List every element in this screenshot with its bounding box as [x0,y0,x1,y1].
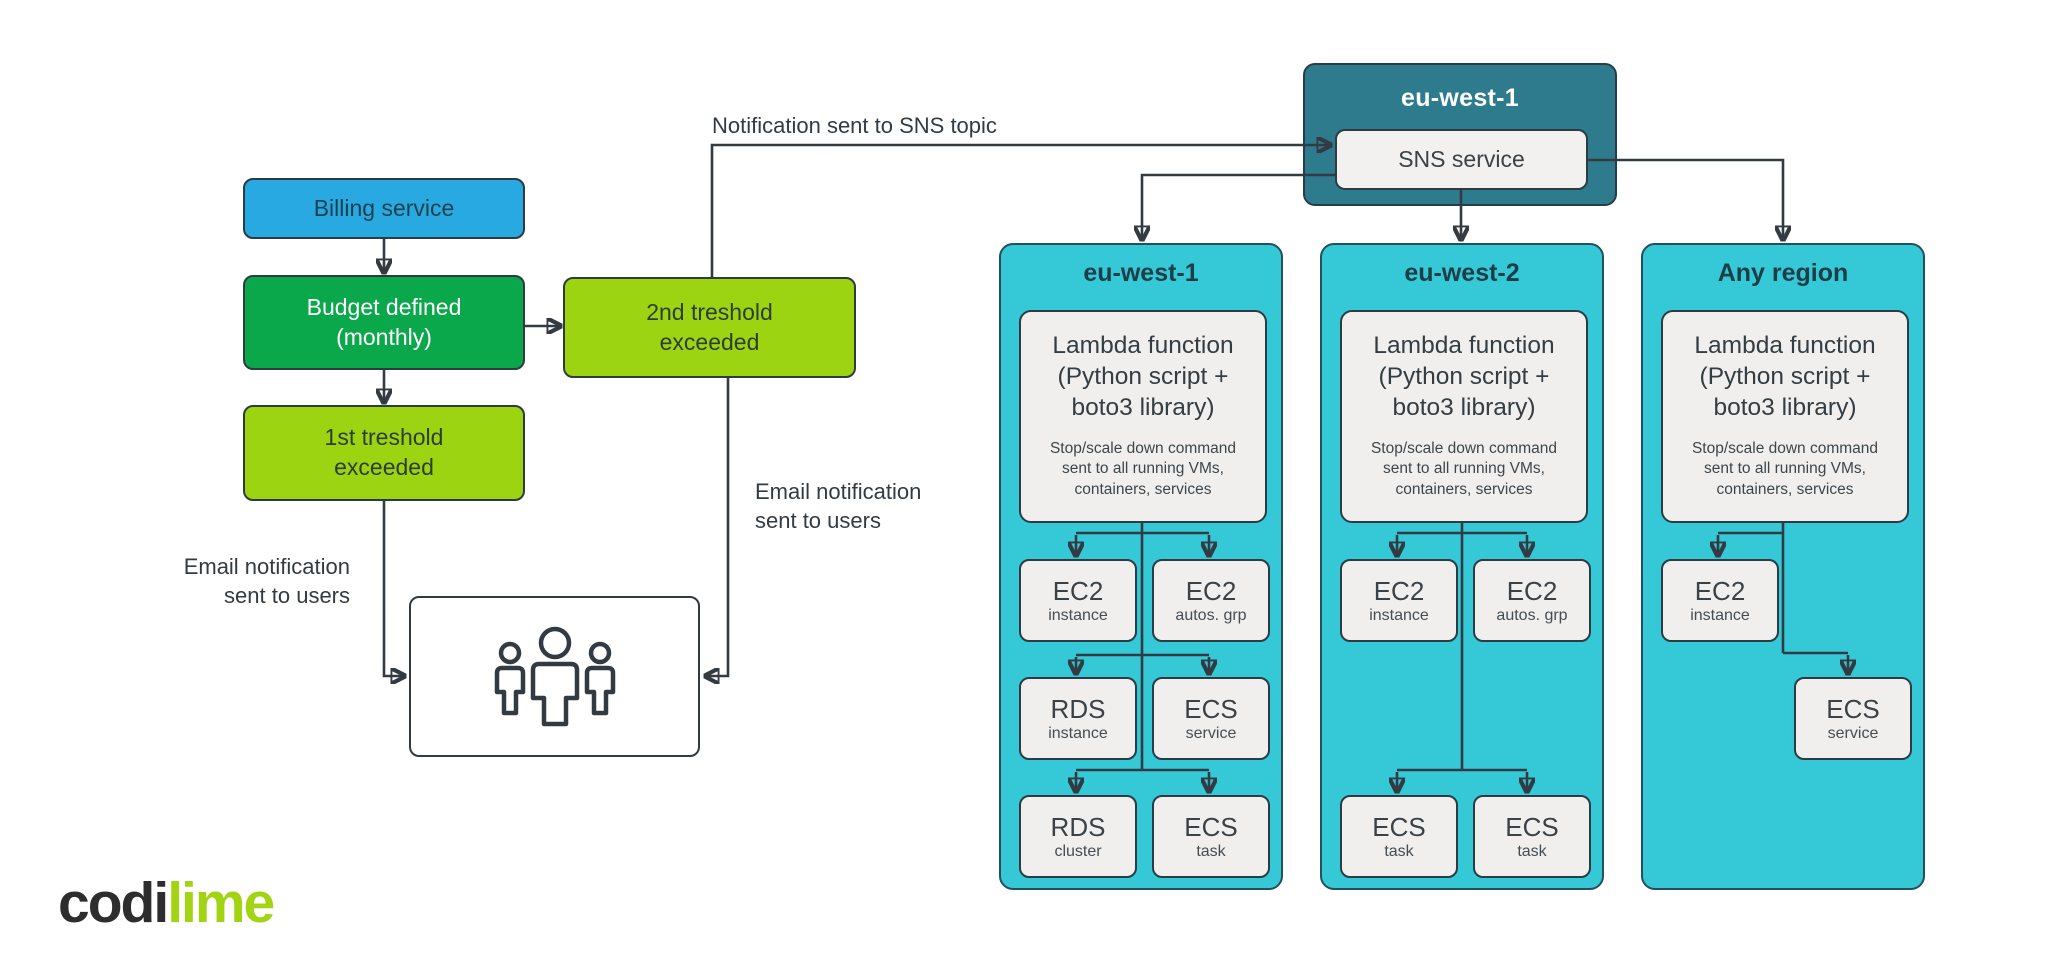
codilime-logo-suffix: lime [167,871,275,935]
region-column-header: Any region [1717,259,1849,287]
resource-title: ECS [1505,811,1559,842]
node-threshold-1-label: 1st treshold exceeded [324,424,444,480]
resource-box-ecs-task: ECS task [1152,795,1270,878]
region-column-any-region: Any region Lambda function (Python scrip… [1641,243,1925,890]
resource-title: EC2 [1185,575,1237,606]
resource-title: EC2 [1506,575,1558,606]
resource-sub: instance [1690,607,1750,625]
lambda-title: Lambda function (Python script + boto3 l… [1373,332,1555,422]
node-threshold-2-label: 2nd treshold exceeded [646,298,773,355]
resource-box-ec2-instance: EC2 instance [1661,559,1779,642]
node-billing-service: Billing service [243,178,525,239]
resource-sub: instance [1048,725,1108,743]
annotation-sns-topic-label: Notification sent to SNS topic [712,113,997,138]
resource-sub: instance [1048,607,1108,625]
annotation-email-right: Email notification sent to users [755,479,922,534]
lambda-title: Lambda function (Python script + boto3 l… [1052,332,1234,422]
node-budget-defined: Budget defined (monthly) [243,275,525,370]
resource-title: RDS [1050,693,1106,724]
resource-box-rds-cluster: RDS cluster [1019,795,1137,878]
annotation-sns-topic: Notification sent to SNS topic [712,111,997,140]
resource-box-ecs-task: ECS task [1473,795,1591,878]
resource-title: ECS [1372,811,1426,842]
arrow-threshold1-to-users [382,501,404,676]
resource-sub: service [1827,725,1879,743]
lambda-box: Lambda function (Python script + boto3 l… [1661,310,1909,523]
region-column-eu-west-2: eu-west-2 Lambda function (Python script… [1320,243,1604,890]
region-column-header: eu-west-2 [1404,259,1520,287]
resource-title: EC2 [1052,575,1104,606]
resource-title: EC2 [1694,575,1746,606]
resource-box-ec2-instance: EC2 instance [1019,559,1137,642]
lambda-subtitle: Stop/scale down command sent to all runn… [1691,439,1879,499]
resource-box-ec2-autoscaling: EC2 autos. grp [1152,559,1270,642]
resource-sub: task [1196,843,1226,861]
resource-title: EC2 [1373,575,1425,606]
region-column-eu-west-1: eu-west-1 Lambda function (Python script… [999,243,1283,890]
resource-sub: autos. grp [1496,607,1568,625]
node-threshold-1: 1st treshold exceeded [243,405,525,501]
resource-title: ECS [1826,693,1880,724]
resource-box-ecs-service: ECS service [1152,677,1270,760]
sns-service-label: SNS service [1398,146,1525,172]
node-billing-service-label: Billing service [313,194,455,221]
annotation-email-left: Email notification sent to users [183,554,350,609]
resource-box-ec2-autoscaling: EC2 autos. grp [1473,559,1591,642]
node-threshold-2: 2nd treshold exceeded [563,277,856,378]
sns-service-box: SNS service [1335,129,1588,190]
lambda-subtitle: Stop/scale down command sent to all runn… [1049,439,1237,499]
users-icon [494,626,615,726]
resource-sub: instance [1369,607,1429,625]
resource-box-ecs-task: ECS task [1340,795,1458,878]
resource-box-rds-instance: RDS instance [1019,677,1137,760]
resource-sub: service [1185,725,1237,743]
lambda-box: Lambda function (Python script + boto3 l… [1019,310,1267,523]
node-budget-defined-label: Budget defined (monthly) [306,293,462,350]
resource-sub: autos. grp [1175,607,1247,625]
resource-sub: task [1517,843,1547,861]
region-column-header: eu-west-1 [1083,259,1199,287]
lambda-box: Lambda function (Python script + boto3 l… [1340,310,1588,523]
users-box [409,596,700,757]
sns-region-title: eu-west-1 [1400,83,1519,112]
resource-title: RDS [1050,811,1106,842]
resource-box-ecs-service: ECS service [1794,677,1912,760]
lambda-title: Lambda function (Python script + boto3 l… [1694,332,1876,422]
resource-sub: task [1384,843,1414,861]
resource-box-ec2-instance: EC2 instance [1340,559,1458,642]
codilime-logo-prefix: codi [58,871,169,935]
lambda-subtitle: Stop/scale down command sent to all runn… [1370,439,1558,499]
resource-title: ECS [1184,811,1238,842]
resource-title: ECS [1184,693,1238,724]
arrow-sns-to-any-region [1588,158,1783,239]
resource-sub: cluster [1054,843,1102,861]
codilime-logo: codilime [58,870,275,936]
arrow-threshold2-to-users [706,378,730,676]
